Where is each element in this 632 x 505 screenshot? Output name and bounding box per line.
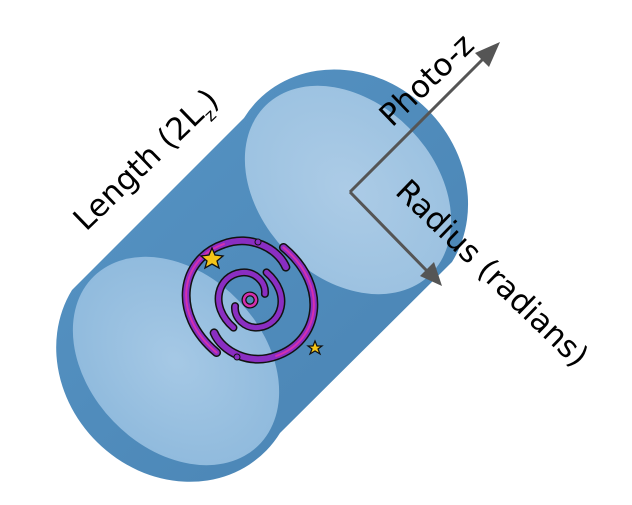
photo-z-arrowhead: [475, 42, 500, 67]
axis-arrows: [348, 42, 500, 286]
radius-arrow-line: [348, 190, 430, 274]
star-icon: [199, 246, 225, 270]
cylinder-bottom-cap: [72, 256, 280, 466]
star-icon: [306, 339, 324, 356]
radius-arrowhead: [420, 262, 442, 286]
galaxy-dot-top: [254, 238, 262, 246]
galaxy-dot-bottom: [233, 353, 241, 361]
photo-z-arrow-line: [348, 56, 486, 194]
